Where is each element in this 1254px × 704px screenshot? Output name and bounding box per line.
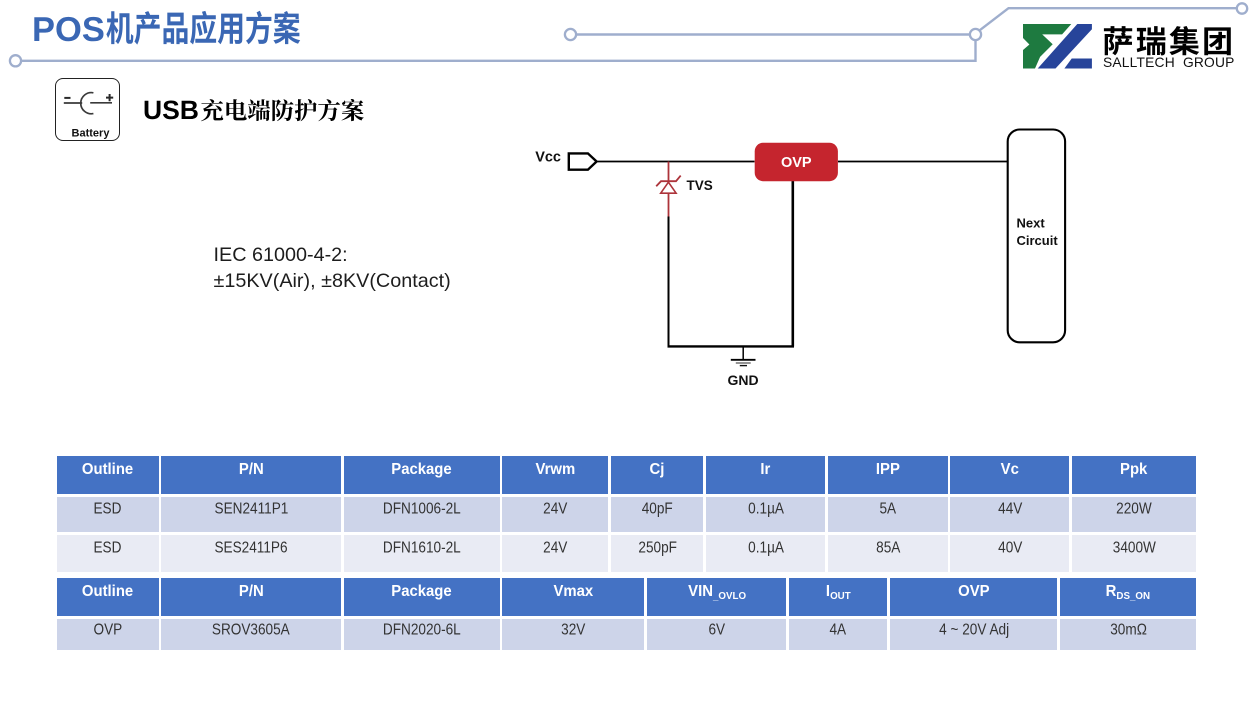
svg-text:Next: Next <box>1017 216 1046 231</box>
svg-text:Circuit: Circuit <box>1017 233 1059 248</box>
svg-text:TVS: TVS <box>687 178 713 193</box>
svg-text:OVP: OVP <box>781 155 812 171</box>
svg-text:GND: GND <box>727 372 758 388</box>
svg-text:Vcc: Vcc <box>535 150 561 166</box>
svg-text:Battery: Battery <box>71 127 110 139</box>
